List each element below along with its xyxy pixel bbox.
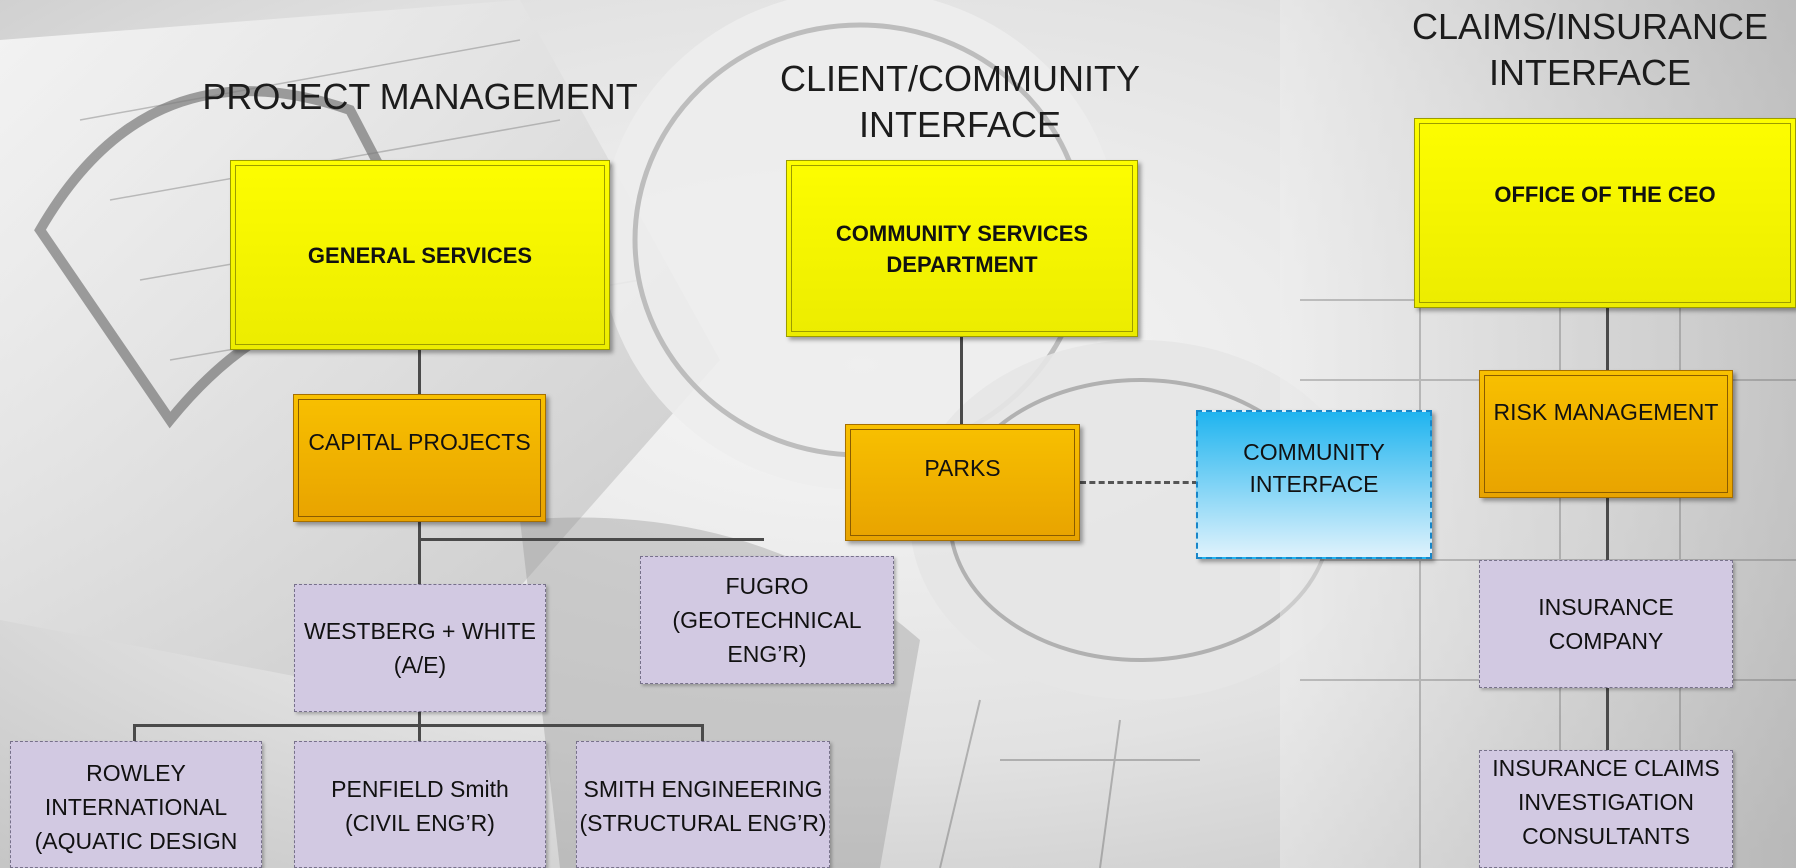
node-westberg-white: WESTBERG + WHITE (A/E): [294, 584, 546, 712]
node-risk-management: RISK MANAGEMENT: [1479, 370, 1733, 498]
node-label: COMMUNITY INTERFACE: [1243, 439, 1385, 497]
node-label: INSURANCE COMPANY: [1538, 594, 1674, 654]
connector-line: [133, 724, 136, 742]
node-label: SMITH ENGINEERING (STRUCTURAL ENG’R): [579, 776, 827, 836]
node-label: PENFIELD Smith (CIVIL ENG’R): [331, 776, 509, 836]
heading-claims-insurance-interface: CLAIMS/INSURANCE INTERFACE: [1411, 6, 1769, 93]
node-label: GENERAL SERVICES: [307, 242, 533, 268]
node-community-interface: COMMUNITY INTERFACE: [1196, 410, 1432, 559]
node-label: WESTBERG + WHITE (A/E): [304, 618, 536, 678]
heading-project-management: PROJECT MANAGEMENT: [202, 76, 638, 117]
node-penfield-smith: PENFIELD Smith (CIVIL ENG’R): [294, 741, 546, 868]
connector-line: [1606, 306, 1609, 372]
node-label: RISK MANAGEMENT: [1493, 399, 1719, 425]
node-parks: PARKS: [845, 424, 1080, 541]
connector-line: [418, 346, 421, 396]
node-insurance-company: INSURANCE COMPANY: [1479, 560, 1733, 688]
node-capital-projects: CAPITAL PROJECTS: [293, 394, 546, 522]
connector-line: [1606, 688, 1609, 752]
connector-line: [418, 520, 421, 586]
node-label: PARKS: [924, 455, 1001, 481]
node-community-services-department: COMMUNITY SERVICES DEPARTMENT: [786, 160, 1138, 337]
node-label: ROWLEY INTERNATIONAL (AQUATIC DESIGN: [34, 760, 238, 854]
node-general-services: GENERAL SERVICES: [230, 160, 610, 350]
node-label: OFFICE OF THE CEO: [1494, 182, 1716, 207]
dashed-connector: [1080, 481, 1198, 484]
node-label: FUGRO (GEOTECHNICAL ENG’R): [672, 573, 862, 667]
node-fugro: FUGRO (GEOTECHNICAL ENG’R): [640, 556, 894, 684]
node-office-of-the-ceo: OFFICE OF THE CEO: [1414, 118, 1796, 308]
connector-line: [701, 724, 704, 742]
connector-line: [960, 334, 963, 426]
node-rowley-international: ROWLEY INTERNATIONAL (AQUATIC DESIGN: [10, 741, 262, 868]
node-smith-engineering: SMITH ENGINEERING (STRUCTURAL ENG’R): [576, 741, 830, 868]
connector-line: [418, 538, 764, 541]
node-label: INSURANCE CLAIMS INVESTIGATION CONSULTAN…: [1492, 755, 1720, 849]
node-insurance-claims-consultants: INSURANCE CLAIMS INVESTIGATION CONSULTAN…: [1479, 750, 1733, 868]
connector-line: [133, 724, 703, 727]
node-label: CAPITAL PROJECTS: [308, 429, 531, 455]
connector-line: [1606, 496, 1609, 562]
heading-client-community-interface: CLIENT/COMMUNITY INTERFACE: [780, 58, 1140, 145]
node-label: COMMUNITY SERVICES DEPARTMENT: [835, 220, 1089, 277]
